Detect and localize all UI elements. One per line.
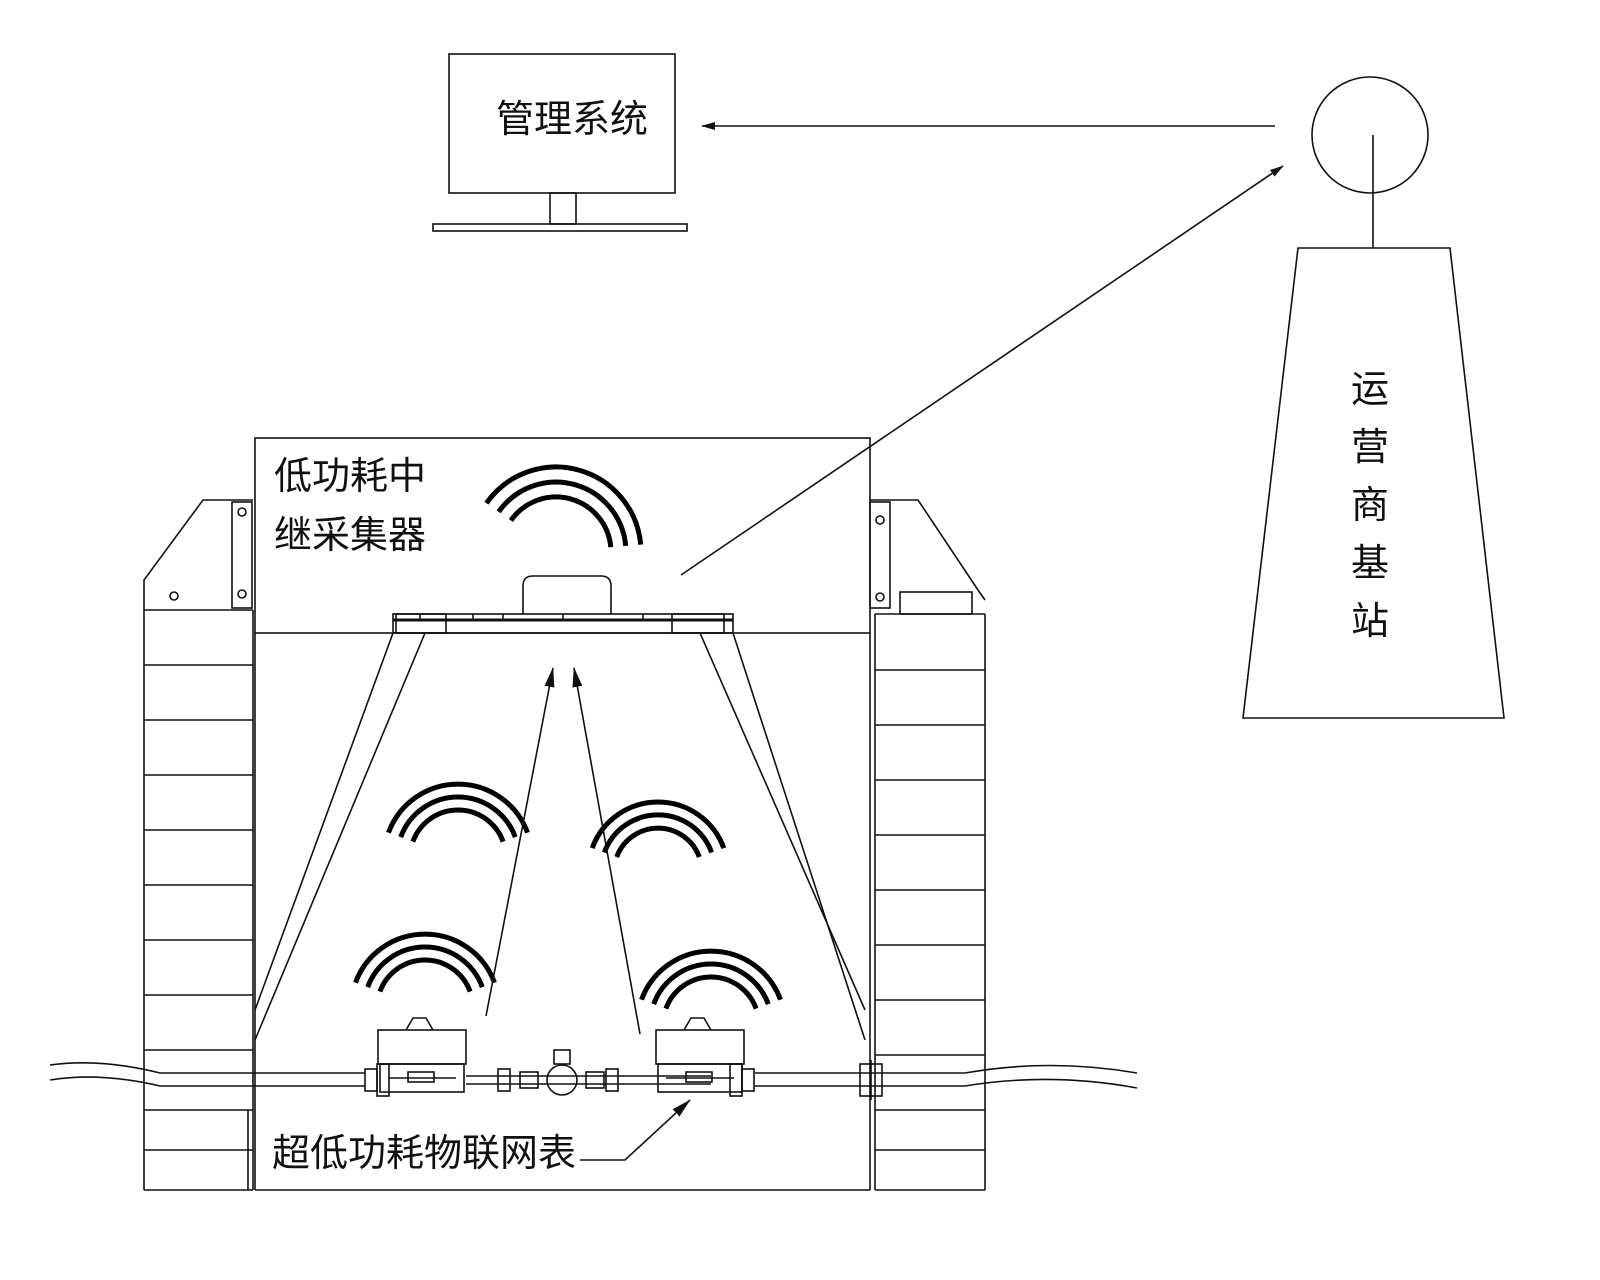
water-meter-icon bbox=[655, 1017, 745, 1093]
wireless-signal-icon bbox=[508, 494, 614, 548]
base-station-char: 营 bbox=[1350, 425, 1389, 469]
base-station-char: 基 bbox=[1350, 541, 1389, 585]
wireless-signal-icon bbox=[651, 961, 771, 1005]
meter-part bbox=[683, 1017, 712, 1031]
wireless-signal-icon bbox=[589, 799, 727, 849]
wireless-signal-icon bbox=[398, 794, 518, 838]
arrow-label-to-meter bbox=[580, 1099, 691, 1161]
arrow-collector-to-station bbox=[680, 165, 1284, 576]
wireless-signal-icon bbox=[386, 781, 530, 834]
computer-monitor-icon bbox=[432, 53, 688, 232]
wireless-signal-icon bbox=[484, 464, 644, 545]
wireless-signal-icon bbox=[410, 807, 506, 843]
wireless-signal-icon bbox=[353, 931, 497, 984]
base-station-char: 运 bbox=[1350, 367, 1389, 411]
wireless-signal-icon bbox=[496, 479, 629, 547]
meter-part bbox=[657, 1063, 743, 1093]
base-station-char: 站 bbox=[1350, 599, 1389, 643]
pipeline-with-meters bbox=[49, 1049, 1138, 1100]
wireless-signal-icon bbox=[602, 812, 714, 854]
wireless-signal-icon bbox=[639, 948, 783, 1001]
meter-well-chamber bbox=[143, 437, 986, 1191]
meter-part bbox=[407, 1071, 435, 1083]
base-station-label: 运 营 商 基 站 bbox=[1345, 360, 1395, 650]
meter-part bbox=[377, 1029, 467, 1065]
meter-part bbox=[405, 1017, 434, 1031]
wireless-signal-icon bbox=[377, 957, 473, 993]
management-system-label: 管理系统 bbox=[496, 97, 649, 141]
wireless-signal-icon bbox=[614, 825, 702, 858]
arrow-meter2-to-collector bbox=[572, 667, 641, 1035]
wireless-signal-icon bbox=[365, 944, 485, 988]
wireless-signal-icon bbox=[663, 974, 759, 1010]
water-meter-icon bbox=[377, 1017, 467, 1093]
base-station-char: 商 bbox=[1350, 483, 1389, 527]
arrow-meter1-to-collector bbox=[485, 667, 555, 1017]
collector-label-line1: 低功耗中 bbox=[274, 454, 427, 498]
meter-part bbox=[379, 1063, 465, 1093]
wireless-signal-group bbox=[353, 464, 783, 1010]
collector-label-line2: 继采集器 bbox=[274, 513, 427, 557]
meter-label: 超低功耗物联网表 bbox=[272, 1131, 577, 1175]
base-station-tower-icon bbox=[1242, 76, 1505, 719]
meter-part bbox=[685, 1071, 713, 1083]
meter-part bbox=[655, 1029, 745, 1065]
